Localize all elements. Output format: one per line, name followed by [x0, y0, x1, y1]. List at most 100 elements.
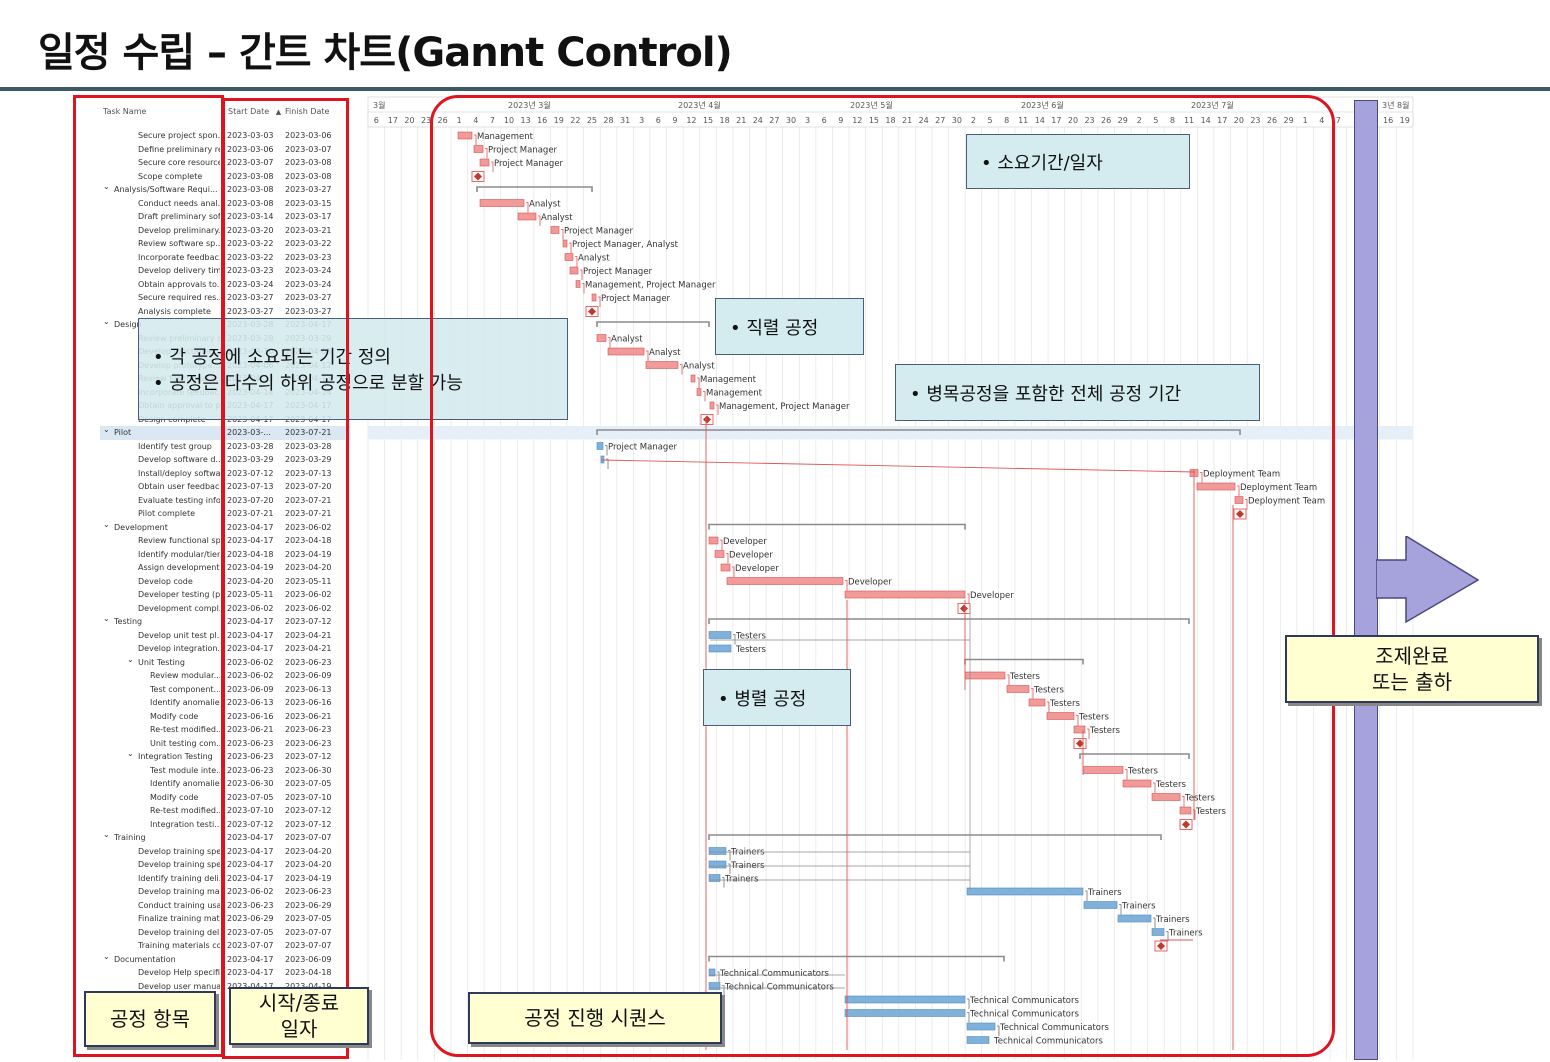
- task-start-date: 2023-03-23: [227, 266, 274, 275]
- dependency-connector: [703, 391, 706, 402]
- collapse-chevron-icon[interactable]: ⌄: [103, 615, 110, 623]
- day-label: 17: [388, 116, 398, 125]
- task-row[interactable]: Draft preliminary soft...2023-03-142023-…: [100, 210, 350, 224]
- task-bar: [1234, 496, 1244, 504]
- task-start-date: 2023-04-17: [227, 630, 274, 640]
- task-name: Develop training spe...: [138, 860, 220, 869]
- task-start-date: 2023-03-27: [227, 306, 274, 316]
- milestone-frame: [471, 171, 485, 182]
- task-finish-date: 2023-06-09: [285, 671, 332, 680]
- day-label: 6: [656, 116, 661, 125]
- task-row[interactable]: Finalize training mate...2023-06-292023-…: [100, 912, 350, 926]
- task-row[interactable]: Develop training mat...2023-06-022023-06…: [100, 885, 350, 899]
- resource-label: Developer: [848, 578, 892, 588]
- task-finish-date: 2023-06-02: [285, 603, 332, 613]
- collapse-chevron-icon[interactable]: ⌄: [127, 750, 134, 758]
- task-row[interactable]: Develop user manual...2023-04-172023-04-…: [100, 980, 350, 994]
- resource-label: Testers: [1078, 713, 1109, 723]
- collapse-chevron-icon[interactable]: ⌄: [103, 426, 110, 434]
- task-bar: [720, 563, 731, 572]
- resource-label: Management: [700, 375, 757, 385]
- dependency-connector: [569, 242, 572, 253]
- day-label: 26: [1267, 116, 1277, 125]
- resource-label: Developer: [729, 551, 773, 561]
- sort-ascending-icon[interactable]: ▲: [275, 108, 282, 116]
- task-row[interactable]: Define preliminary re...2023-03-062023-0…: [100, 143, 350, 157]
- task-start-date: 2023-03-27: [227, 293, 274, 302]
- day-label: 2: [971, 116, 976, 125]
- resource-label: Management, Project Manager: [585, 281, 716, 291]
- task-finish-date: 2023-07-07: [285, 941, 332, 950]
- column-header-task-name[interactable]: Task Name: [103, 107, 147, 116]
- collapse-chevron-icon[interactable]: ⌄: [103, 952, 110, 961]
- task-bar: [708, 847, 727, 855]
- collapse-chevron-icon[interactable]: ⌄: [127, 655, 134, 664]
- column-header-finish-date[interactable]: Finish Date: [285, 107, 330, 116]
- task-name: Define preliminary re...: [138, 144, 220, 154]
- task-name: Modify code: [150, 792, 199, 802]
- task-bar: [696, 388, 702, 396]
- summary-bar: [708, 834, 1162, 840]
- collapse-chevron-icon[interactable]: ⌄: [103, 831, 110, 839]
- collapse-chevron-icon[interactable]: ⌄: [103, 520, 110, 529]
- collapse-chevron-icon[interactable]: ⌄: [103, 318, 110, 326]
- collapse-chevron-icon[interactable]: ⌄: [103, 183, 110, 191]
- column-header-start-date[interactable]: Start Date ▲: [228, 97, 281, 127]
- task-name: Test module inte...: [150, 765, 220, 775]
- task-name: Identify anomalie...: [150, 779, 220, 788]
- resource-label: Technical Communicators: [719, 969, 829, 979]
- task-start-date: 2023-05-11: [227, 590, 274, 599]
